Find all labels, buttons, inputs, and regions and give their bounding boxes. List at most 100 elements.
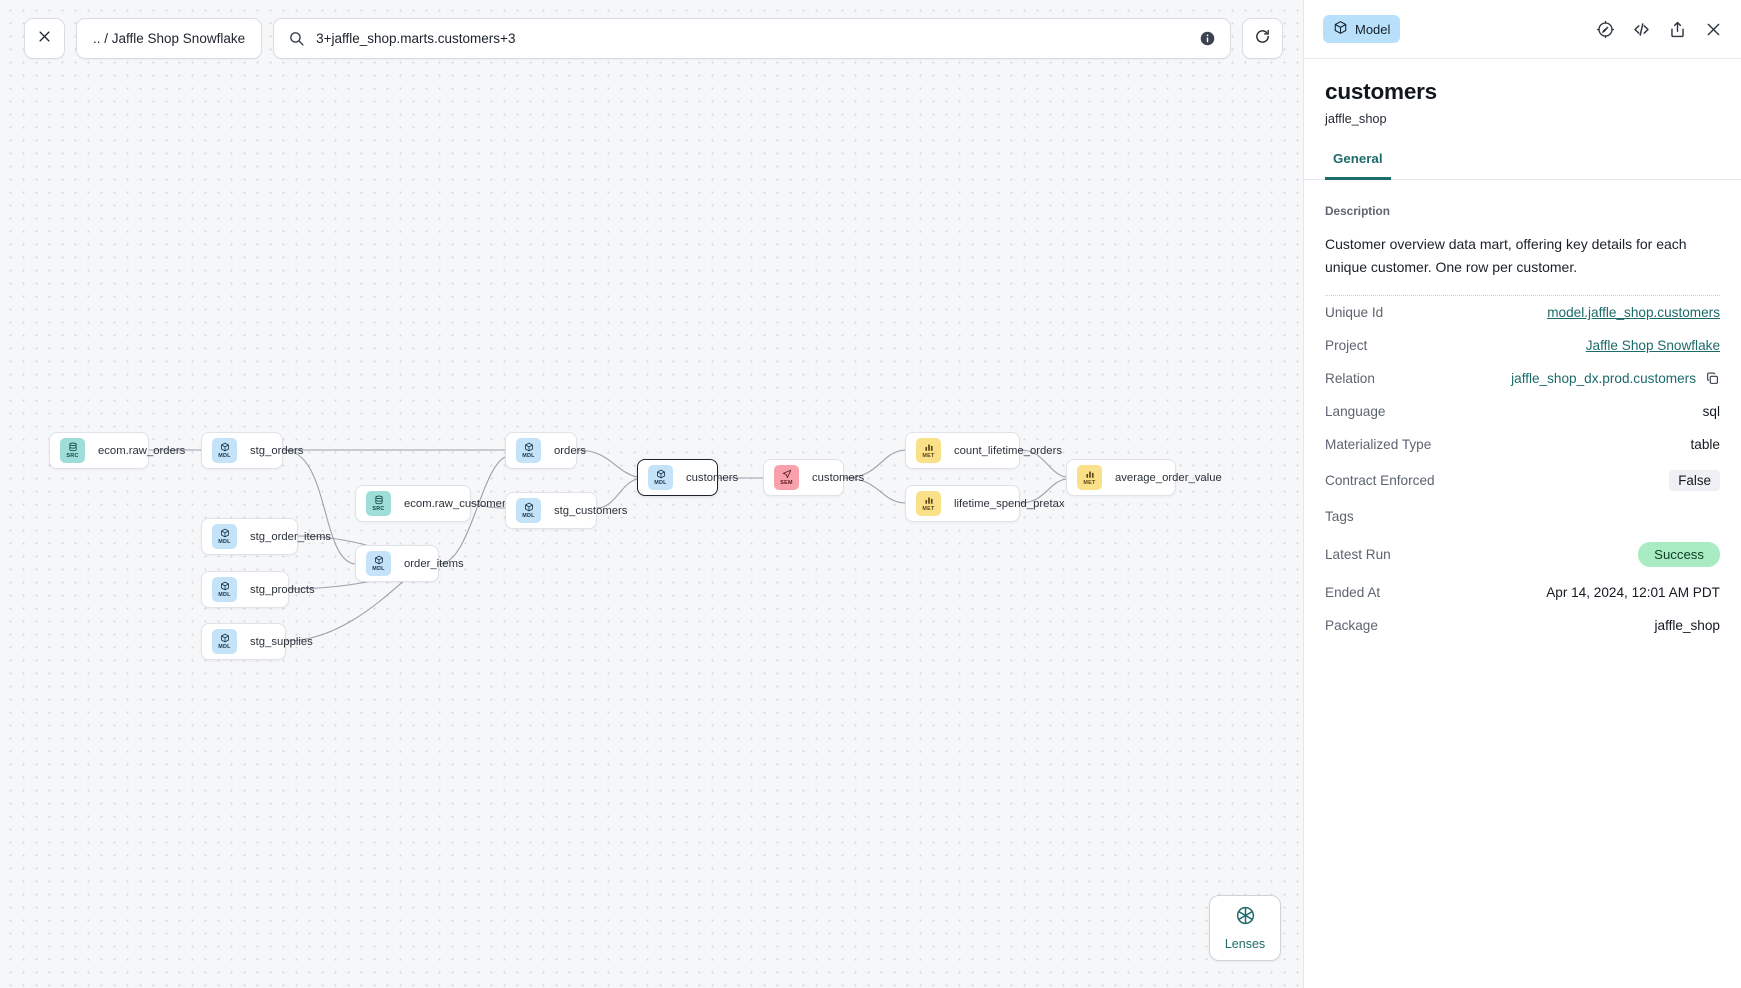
close-panel-icon[interactable] xyxy=(1704,20,1723,39)
property-value-wrap: table xyxy=(1691,437,1720,452)
lenses-button[interactable]: Lenses xyxy=(1209,895,1281,961)
property-row: Tags xyxy=(1325,500,1720,533)
lenses-label: Lenses xyxy=(1224,937,1266,951)
met-badge-icon: MET xyxy=(1077,465,1102,490)
property-key: Latest Run xyxy=(1325,547,1391,563)
property-row: Latest Run Success xyxy=(1325,533,1720,576)
lineage-node-label: ecom.raw_orders xyxy=(98,444,186,457)
property-value: jaffle_shop_dx.prod.customers xyxy=(1511,371,1696,387)
property-value-wrap: False xyxy=(1669,470,1720,492)
refresh-button[interactable] xyxy=(1242,18,1284,59)
property-value-wrap: Apr 14, 2024, 12:01 AM PDT xyxy=(1546,585,1720,600)
met-badge-icon: MET xyxy=(916,491,941,516)
info-icon[interactable] xyxy=(1199,30,1216,47)
status-badge: Success xyxy=(1638,542,1720,568)
code-icon[interactable] xyxy=(1632,20,1651,39)
lineage-node-label: lifetime_spend_pretax xyxy=(954,497,1065,510)
property-value: sql xyxy=(1702,404,1720,420)
lineage-node-label: order_items xyxy=(404,557,464,570)
property-row: Relation jaffle_shop_dx.prod.customers xyxy=(1325,362,1720,395)
mdl-badge-icon: MDL xyxy=(516,498,541,523)
share-icon[interactable] xyxy=(1668,20,1687,39)
explore-icon[interactable] xyxy=(1596,20,1615,39)
mdl-badge-icon: MDL xyxy=(212,524,237,549)
lineage-node-label: stg_products xyxy=(250,583,315,596)
mdl-badge-icon: MDL xyxy=(212,629,237,654)
resource-type-label: Model xyxy=(1355,21,1391,37)
details-tabs: General xyxy=(1304,151,1741,180)
property-key: Language xyxy=(1325,404,1386,420)
lineage-canvas[interactable]: .. / Jaffle Shop Snowflake xyxy=(0,0,1303,988)
lineage-node-order_items[interactable]: MDL order_items xyxy=(355,545,464,582)
lineage-node-stg_supplies[interactable]: MDL stg_supplies xyxy=(201,623,313,660)
lineage-node-average_order_value[interactable]: MET average_order_value xyxy=(1066,459,1222,496)
property-key: Materialized Type xyxy=(1325,437,1432,453)
lineage-node-label: orders xyxy=(554,444,587,457)
reload-icon xyxy=(1254,28,1271,50)
description-label: Description xyxy=(1325,204,1390,218)
mdl-badge-icon: MDL xyxy=(648,465,673,490)
tab-general[interactable]: General xyxy=(1325,151,1391,180)
property-value: jaffle_shop xyxy=(1654,618,1720,634)
property-value-wrap: Success xyxy=(1638,542,1720,568)
breadcrumb-label: .. / Jaffle Shop Snowflake xyxy=(93,31,246,46)
mdl-badge-icon: MDL xyxy=(212,577,237,602)
canvas-toolbar: .. / Jaffle Shop Snowflake xyxy=(24,18,1284,59)
search-icon xyxy=(288,30,305,47)
property-value[interactable]: model.jaffle_shop.customers xyxy=(1547,305,1720,321)
lineage-node-label: average_order_value xyxy=(1115,471,1222,484)
lineage-node-customers_model[interactable]: MDL customers xyxy=(637,459,738,496)
lineage-node-label: customers xyxy=(686,471,739,484)
cube-icon xyxy=(1333,20,1348,38)
property-value-wrap: model.jaffle_shop.customers xyxy=(1547,305,1720,320)
details-panel-body: Description Customer overview data mart,… xyxy=(1304,180,1741,988)
lineage-node-stg_products[interactable]: MDL stg_products xyxy=(201,571,315,608)
close-lineage-button[interactable] xyxy=(24,18,65,59)
lineage-node-stg_customers[interactable]: MDL stg_customers xyxy=(505,492,627,529)
breadcrumb[interactable]: .. / Jaffle Shop Snowflake xyxy=(76,18,263,59)
property-value[interactable]: Jaffle Shop Snowflake xyxy=(1585,338,1720,354)
property-key: Tags xyxy=(1325,509,1354,525)
property-value: table xyxy=(1690,437,1720,453)
page-subtitle: jaffle_shop xyxy=(1325,111,1387,126)
property-value-wrap: jaffle_shop xyxy=(1654,618,1720,633)
lineage-node-label: stg_customers xyxy=(554,504,628,517)
lineage-search-box[interactable] xyxy=(273,18,1232,59)
copy-icon[interactable] xyxy=(1705,371,1720,386)
details-panel-actions xyxy=(1596,20,1723,39)
search-input[interactable] xyxy=(316,31,1189,46)
details-panel-title-block: customers jaffle_shop xyxy=(1304,59,1741,126)
details-panel: Model xyxy=(1303,0,1741,988)
property-key: Relation xyxy=(1325,371,1375,387)
mdl-badge-icon: MDL xyxy=(212,438,237,463)
lineage-node-count_lifetime_orders[interactable]: MET count_lifetime_orders xyxy=(905,432,1062,469)
aperture-icon xyxy=(1235,905,1256,931)
property-key: Package xyxy=(1325,618,1378,634)
lineage-node-label: stg_supplies xyxy=(250,635,313,648)
details-panel-header: Model xyxy=(1304,0,1741,59)
met-badge-icon: MET xyxy=(916,438,941,463)
property-value-wrap: jaffle_shop_dx.prod.customers xyxy=(1511,371,1720,386)
mdl-badge-icon: MDL xyxy=(366,551,391,576)
resource-type-chip: Model xyxy=(1323,15,1401,43)
lineage-node-stg_orders[interactable]: MDL stg_orders xyxy=(201,432,303,469)
lineage-node-lifetime_spend_pretax[interactable]: MET lifetime_spend_pretax xyxy=(905,485,1065,522)
property-row: Package jaffle_shop xyxy=(1325,609,1720,642)
lineage-node-label: customers xyxy=(812,471,865,484)
src-badge-icon: SRC xyxy=(366,491,391,516)
description-text: Customer overview data mart, offering ke… xyxy=(1325,236,1687,275)
page-title: customers xyxy=(1325,79,1437,104)
close-icon xyxy=(37,29,52,49)
lineage-node-label: count_lifetime_orders xyxy=(954,444,1063,457)
lineage-node-label: stg_orders xyxy=(250,444,304,457)
